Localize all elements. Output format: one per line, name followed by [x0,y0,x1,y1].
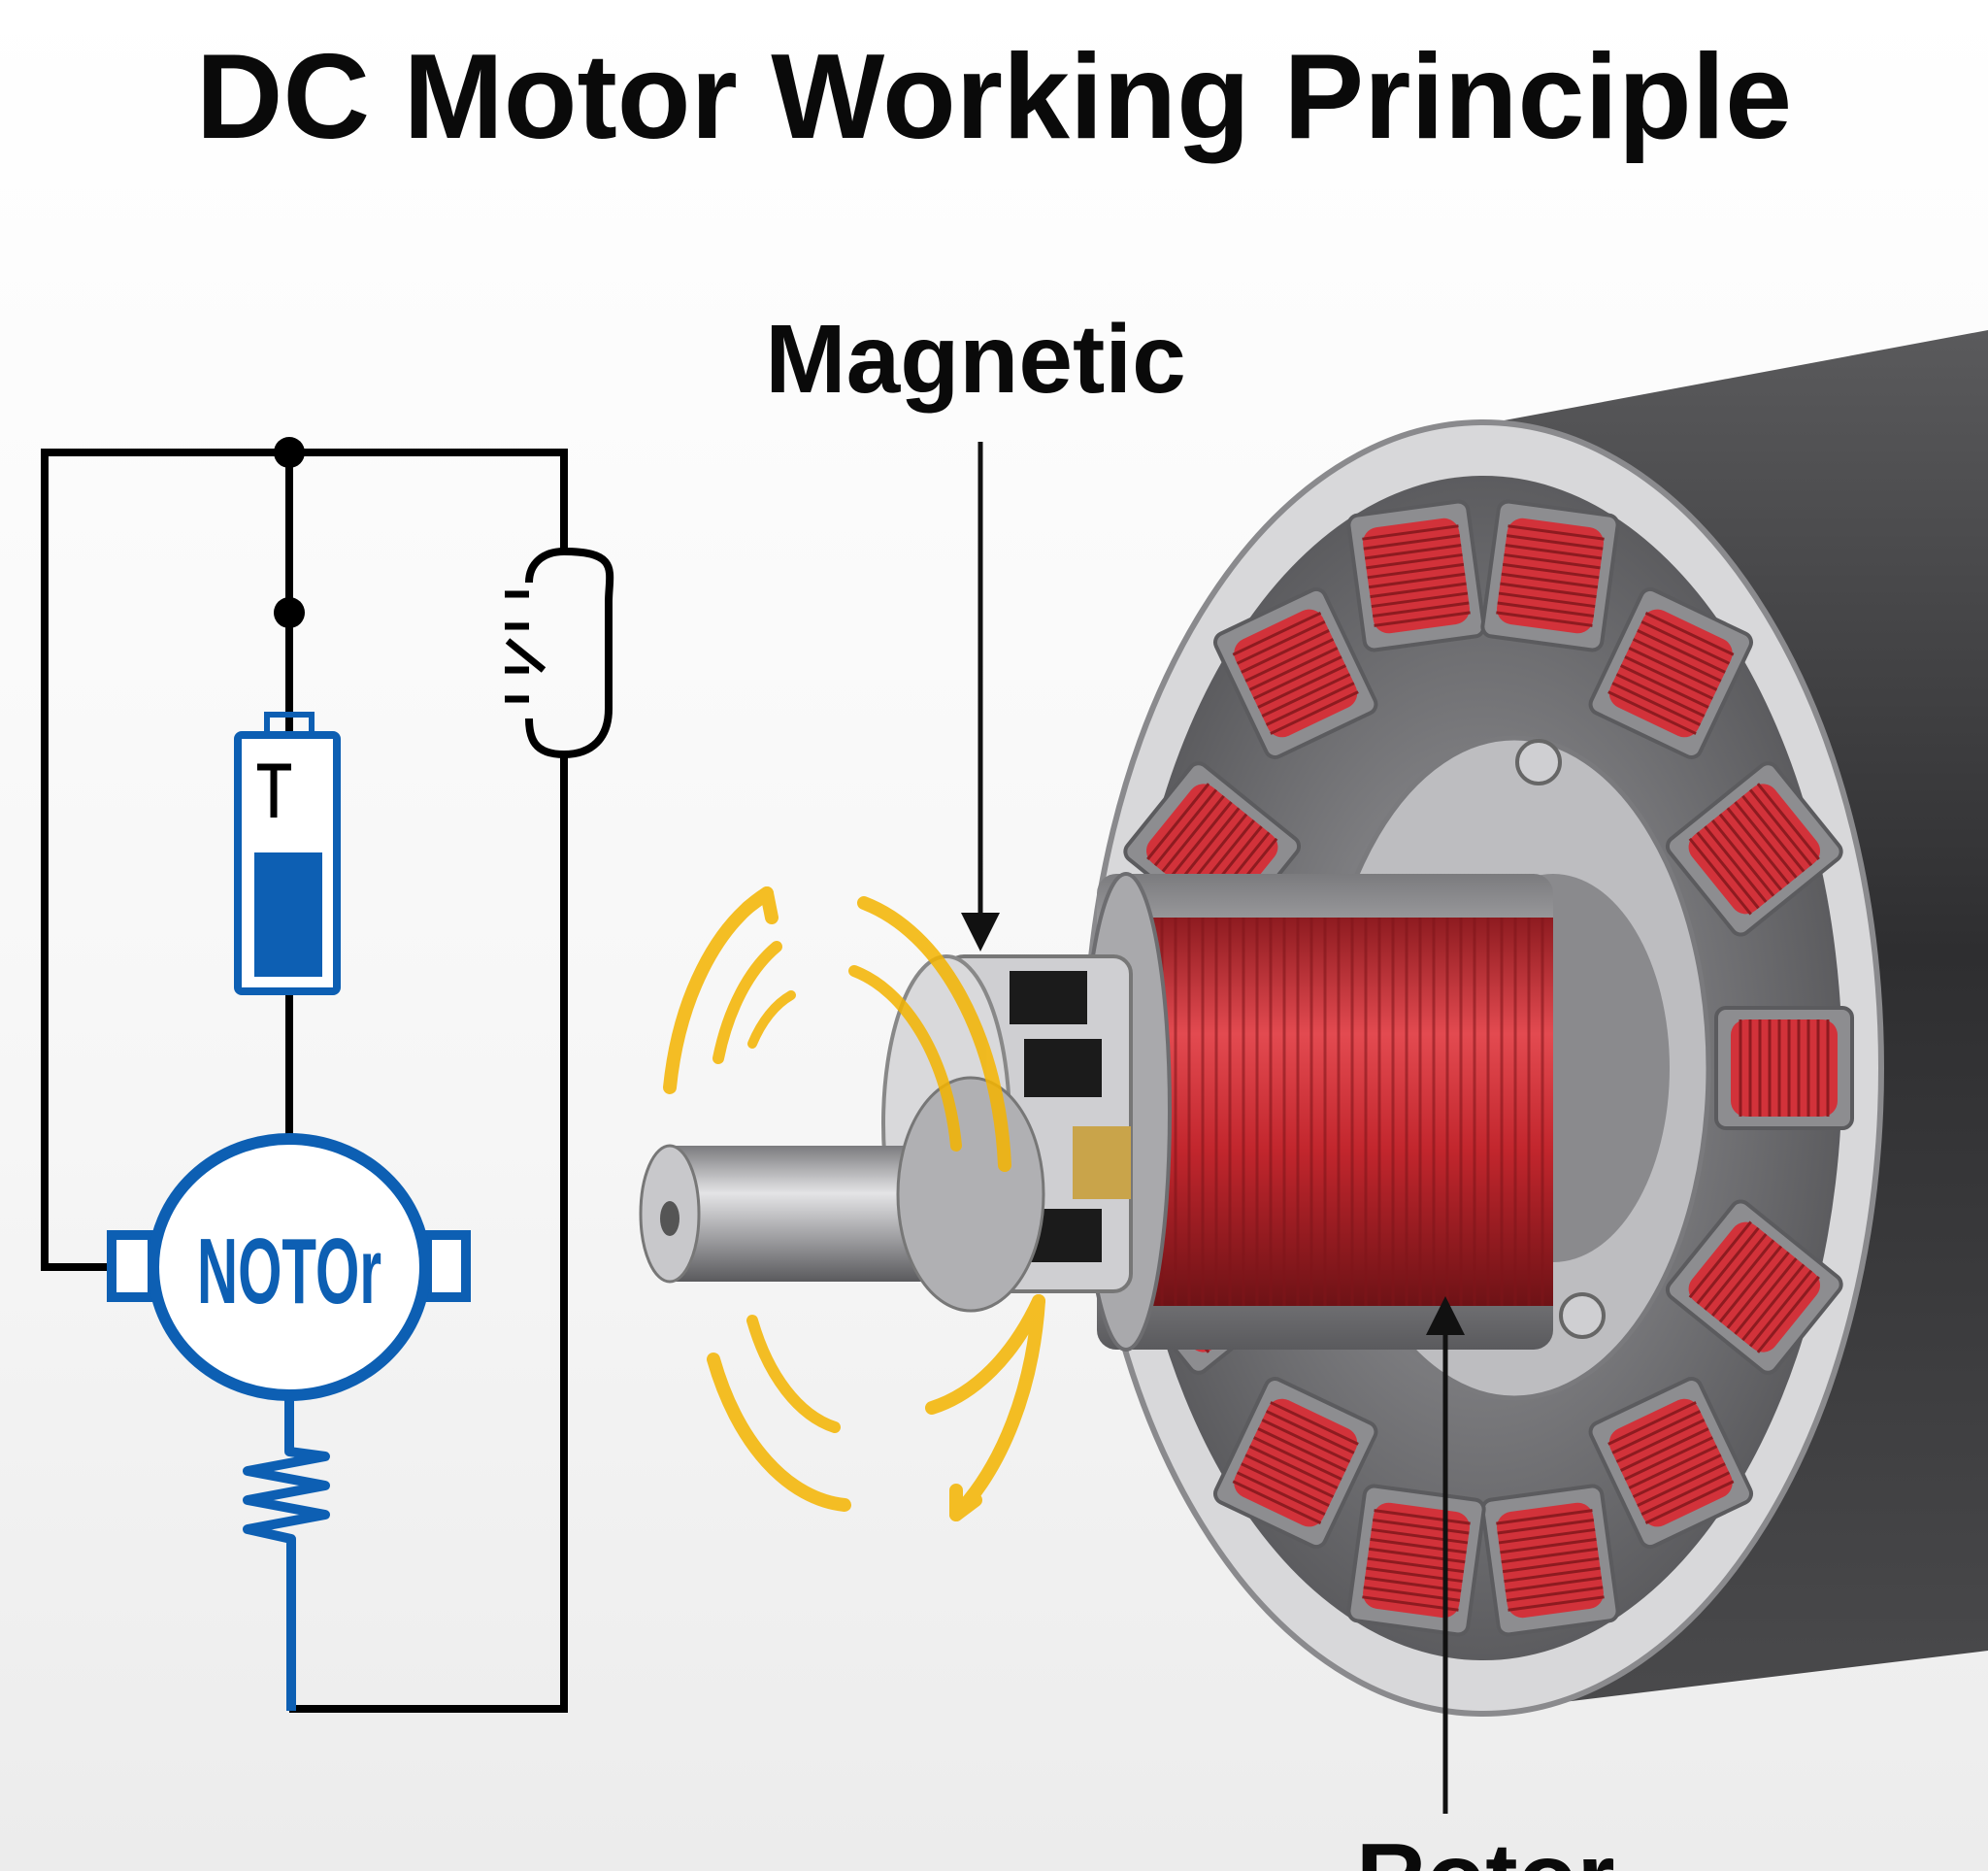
magnetic-field-arcs [663,886,1045,1521]
battery-symbol [234,712,341,995]
stator-coil [1346,499,1486,652]
stator-coil [1665,761,1843,937]
stator-coil [1588,586,1754,759]
arrowhead-icon [961,913,1000,952]
stator-coil [1212,1377,1378,1550]
junction-dot [274,437,305,468]
motor-symbol: NOTOr [107,1133,471,1401]
stator-coil [1714,1006,1854,1130]
lamp-symbol [505,548,614,759]
magnetic-label: Magnetic [765,305,1185,414]
arrowhead-icon [1426,1296,1465,1335]
motor-symbol-text: NOTOr [197,1219,381,1323]
rotor-armature [1080,872,1553,1352]
stator-coil [1665,1199,1843,1375]
bolt-icon [1559,1292,1606,1339]
rotor-label: Rotor [1356,1823,1615,1871]
stator-coil [1480,1484,1620,1637]
page-title: DC Motor Working Principle [196,30,1792,164]
bolt-icon [1515,739,1562,785]
motor-shaft [639,1076,1045,1313]
stator-coil [1346,1484,1486,1637]
stator-coil [1212,586,1378,759]
stator-coil [1480,499,1620,652]
switch-contact-dot [274,597,305,628]
brush [1073,1126,1131,1199]
resistor-symbol [243,1395,330,1711]
stator-coil [1588,1377,1754,1550]
circuit-wires [41,449,568,1713]
